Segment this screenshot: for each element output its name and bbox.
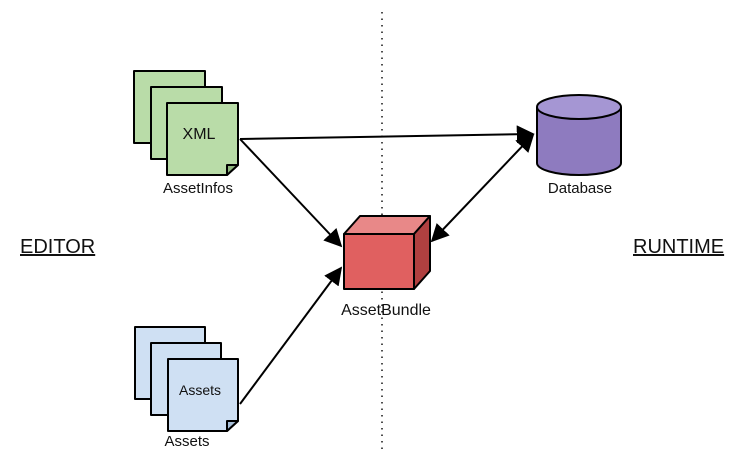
arrow-assets-to-asset-bundle <box>239 266 343 405</box>
runtime-label: RUNTIME <box>633 236 724 258</box>
assets-document-stack <box>134 326 239 432</box>
editor-label: EDITOR <box>20 236 95 258</box>
asset-infos-doc-fold <box>226 164 239 176</box>
arrow-asset-infos-to-database <box>239 125 535 144</box>
assets-doc-fold <box>226 420 239 432</box>
assets-caption: Assets <box>164 433 209 450</box>
asset-bundle-cube <box>343 215 431 290</box>
assets-doc-text: Assets <box>179 382 221 398</box>
asset-infos-doc-text: XML <box>183 126 216 143</box>
asset-infos-caption: AssetInfos <box>163 180 233 197</box>
cube-front-face <box>343 233 415 290</box>
asset-infos-document-stack <box>133 70 239 176</box>
cylinder-body <box>536 107 622 176</box>
database-cylinder <box>536 94 622 176</box>
database-caption: Database <box>548 180 612 197</box>
arrow-database-asset-bundle-bidirectional <box>430 133 535 243</box>
asset-bundle-caption: AssetBundle <box>341 302 431 319</box>
cylinder-top <box>536 94 622 120</box>
arrow-asset-infos-to-asset-bundle <box>239 138 343 248</box>
